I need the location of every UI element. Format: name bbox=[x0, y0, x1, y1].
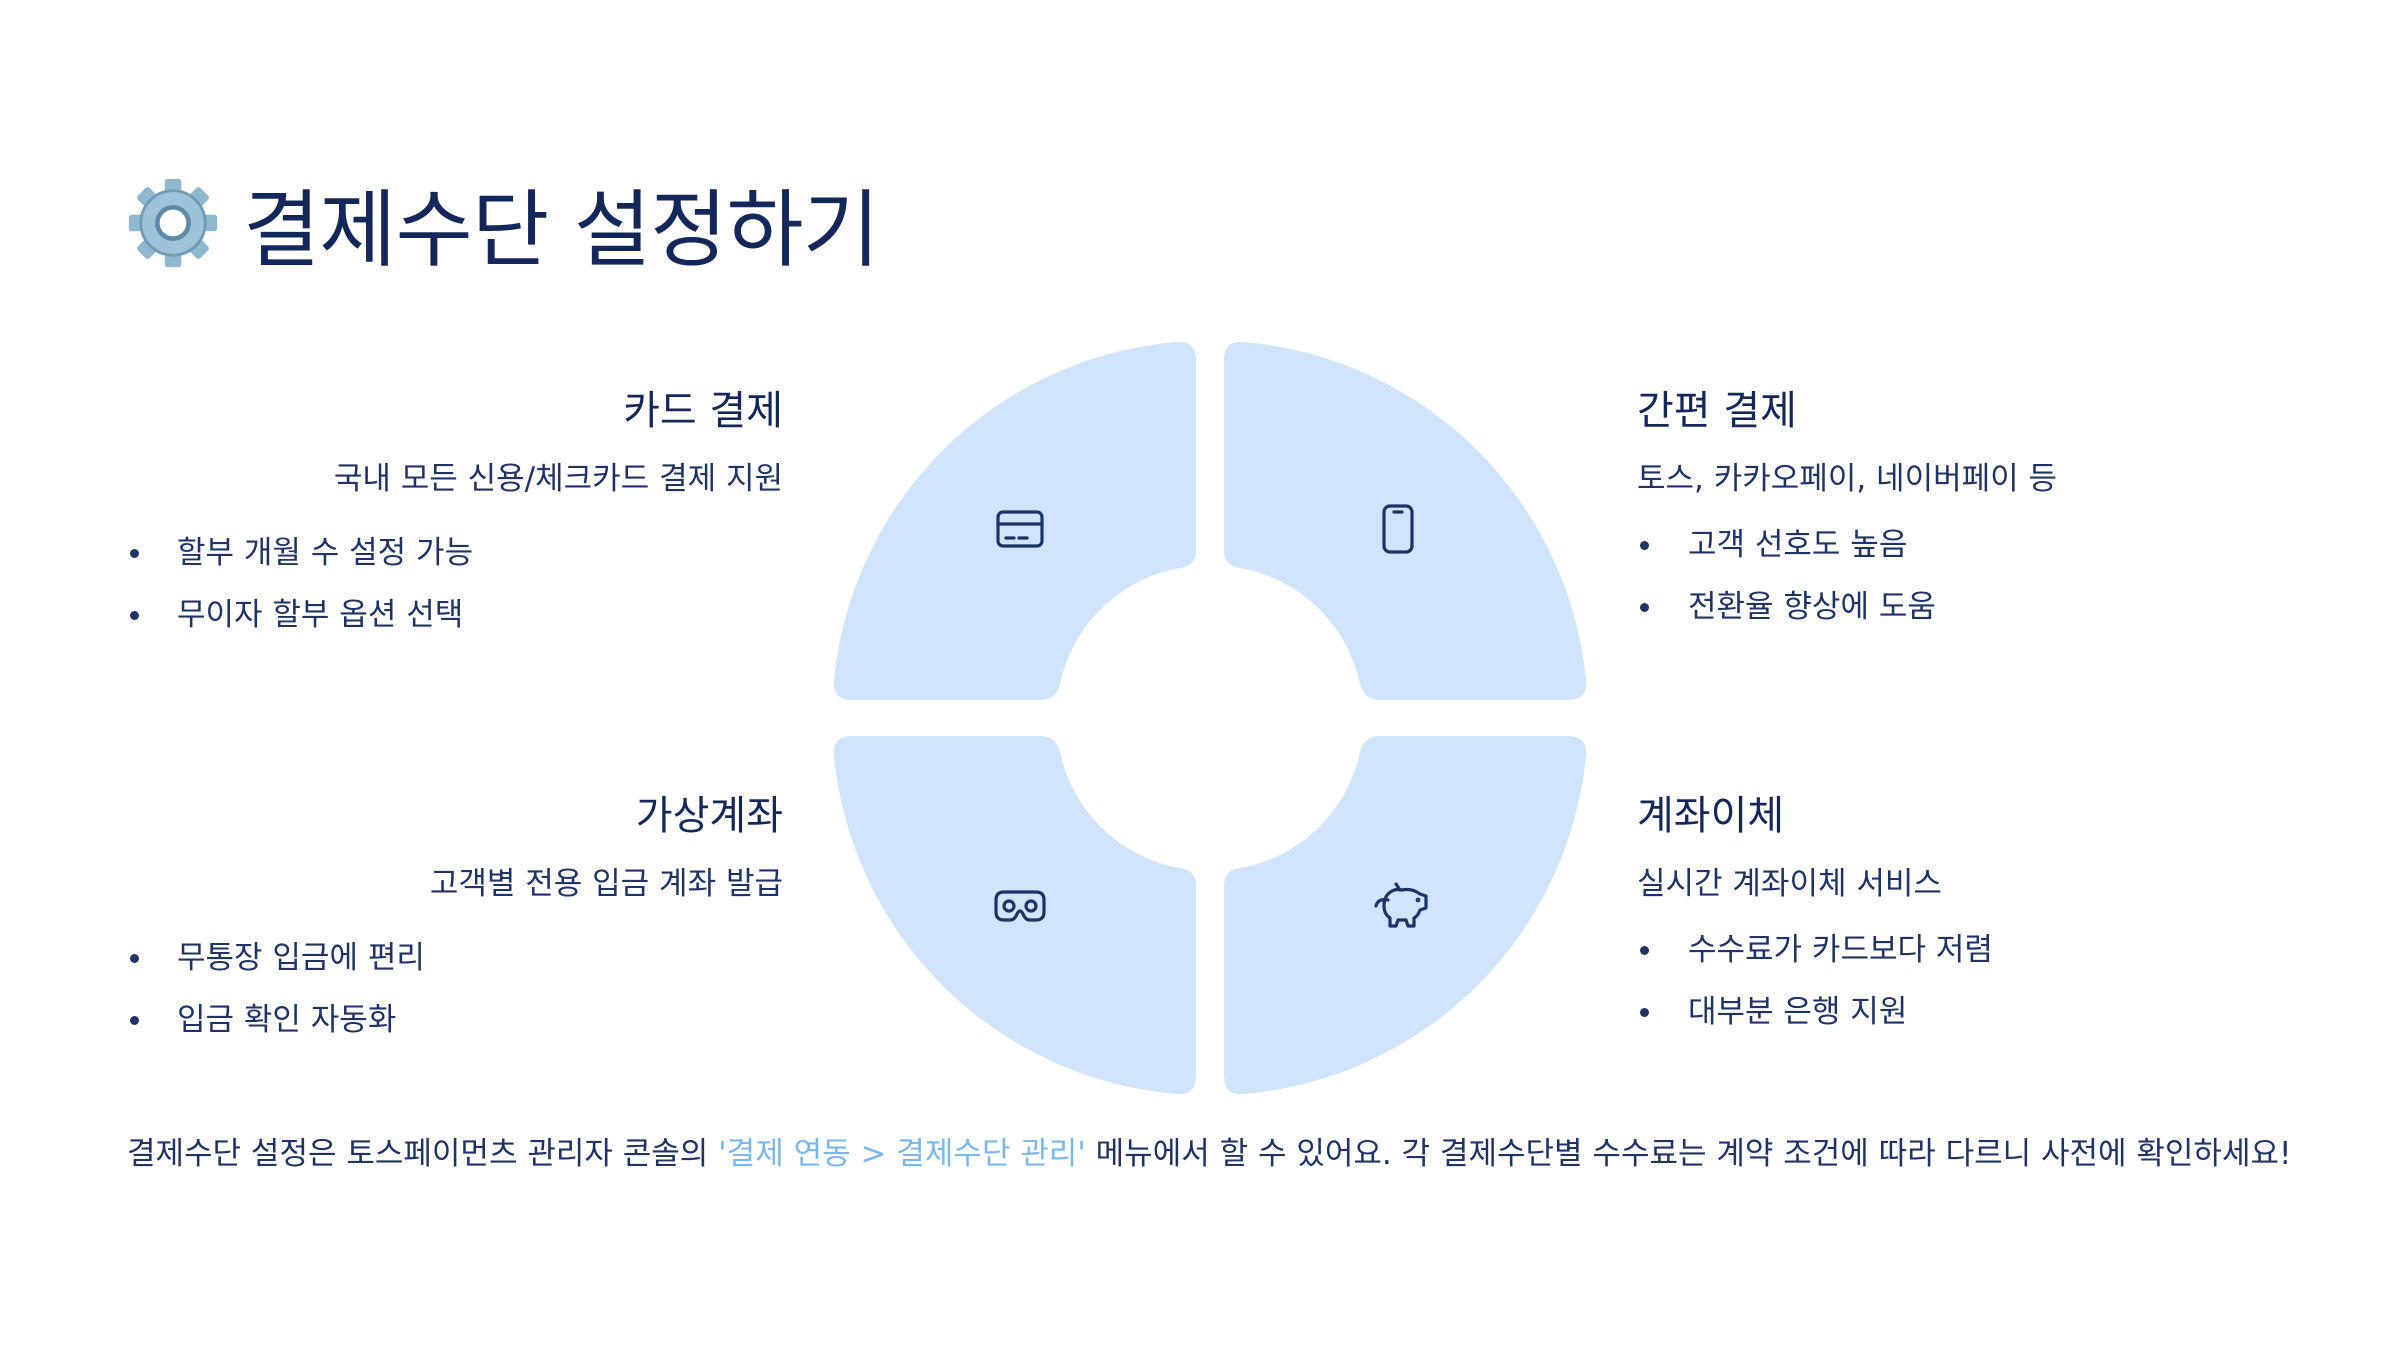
footer-text-after: 메뉴에서 할 수 있어요. 각 결제수단별 수수료는 계약 조건에 따라 다르니… bbox=[1085, 1136, 2292, 1172]
segment-card bbox=[833, 341, 1196, 700]
card-payment-title: 카드 결제 bbox=[623, 388, 783, 434]
list-item: 입금 확인 자동화 bbox=[127, 998, 425, 1060]
account-transfer-desc: 실시간 계좌이체 서비스 bbox=[1637, 866, 1942, 902]
list-item: 대부분 은행 지원 bbox=[1637, 990, 1993, 1052]
segment-simple bbox=[1224, 341, 1587, 700]
list-item: 무이자 할부 옵션 선택 bbox=[127, 593, 473, 655]
card-payment-block: 카드 결제 국내 모든 신용/체크카드 결제 지원 bbox=[334, 385, 783, 501]
account-transfer-bullets: 수수료가 카드보다 저렴 대부분 은행 지원 bbox=[1637, 928, 1993, 1052]
footer-text-before: 결제수단 설정은 토스페이먼츠 관리자 콘솔의 bbox=[127, 1136, 719, 1172]
card-payment-bullets: 할부 개월 수 설정 가능 무이자 할부 옵션 선택 bbox=[127, 531, 473, 655]
simple-payment-block: 간편 결제 토스, 카카오페이, 네이버페이 등 고객 선호도 높음 전환율 향… bbox=[1637, 385, 2057, 647]
page-title-text: 결제수단 설정하기 bbox=[243, 180, 880, 279]
list-item: 고객 선호도 높음 bbox=[1637, 523, 2057, 585]
credit-card-icon bbox=[996, 510, 1044, 548]
simple-payment-title: 간편 결제 bbox=[1637, 388, 1797, 434]
footer-note: 결제수단 설정은 토스페이먼츠 관리자 콘솔의 '결제 연동 > 결제수단 관리… bbox=[127, 1132, 2291, 1176]
list-item: 전환율 향상에 도움 bbox=[1637, 585, 2057, 647]
gear-icon bbox=[128, 178, 218, 268]
virtual-account-bullets: 무통장 입금에 편리 입금 확인 자동화 bbox=[127, 936, 425, 1060]
card-payment-desc: 국내 모든 신용/체크카드 결제 지원 bbox=[333, 461, 783, 497]
list-item: 수수료가 카드보다 저렴 bbox=[1637, 928, 1993, 990]
footer-menu-path: '결제 연동 > 결제수단 관리' bbox=[718, 1136, 1086, 1172]
smartphone-icon bbox=[1382, 504, 1414, 554]
page-title: 결제수단 설정하기 bbox=[127, 168, 880, 279]
list-item: 할부 개월 수 설정 가능 bbox=[127, 531, 473, 593]
simple-payment-desc: 토스, 카카오페이, 네이버페이 등 bbox=[1637, 461, 2058, 497]
virtual-account-block: 가상계좌 고객별 전용 입금 계좌 발급 bbox=[430, 790, 783, 906]
list-item: 무통장 입금에 편리 bbox=[127, 936, 425, 998]
virtual-account-title: 가상계좌 bbox=[635, 793, 783, 839]
virtual-account-desc: 고객별 전용 입금 계좌 발급 bbox=[429, 866, 783, 902]
segment-transfer bbox=[1224, 736, 1587, 1095]
account-transfer-title: 계좌이체 bbox=[1637, 793, 1785, 839]
simple-payment-bullets: 고객 선호도 높음 전환율 향상에 도움 bbox=[1637, 523, 2057, 647]
vr-headset-icon bbox=[994, 890, 1046, 922]
piggy-bank-icon bbox=[1374, 882, 1428, 928]
account-transfer-block: 계좌이체 실시간 계좌이체 서비스 수수료가 카드보다 저렴 대부분 은행 지원 bbox=[1637, 790, 1993, 1052]
